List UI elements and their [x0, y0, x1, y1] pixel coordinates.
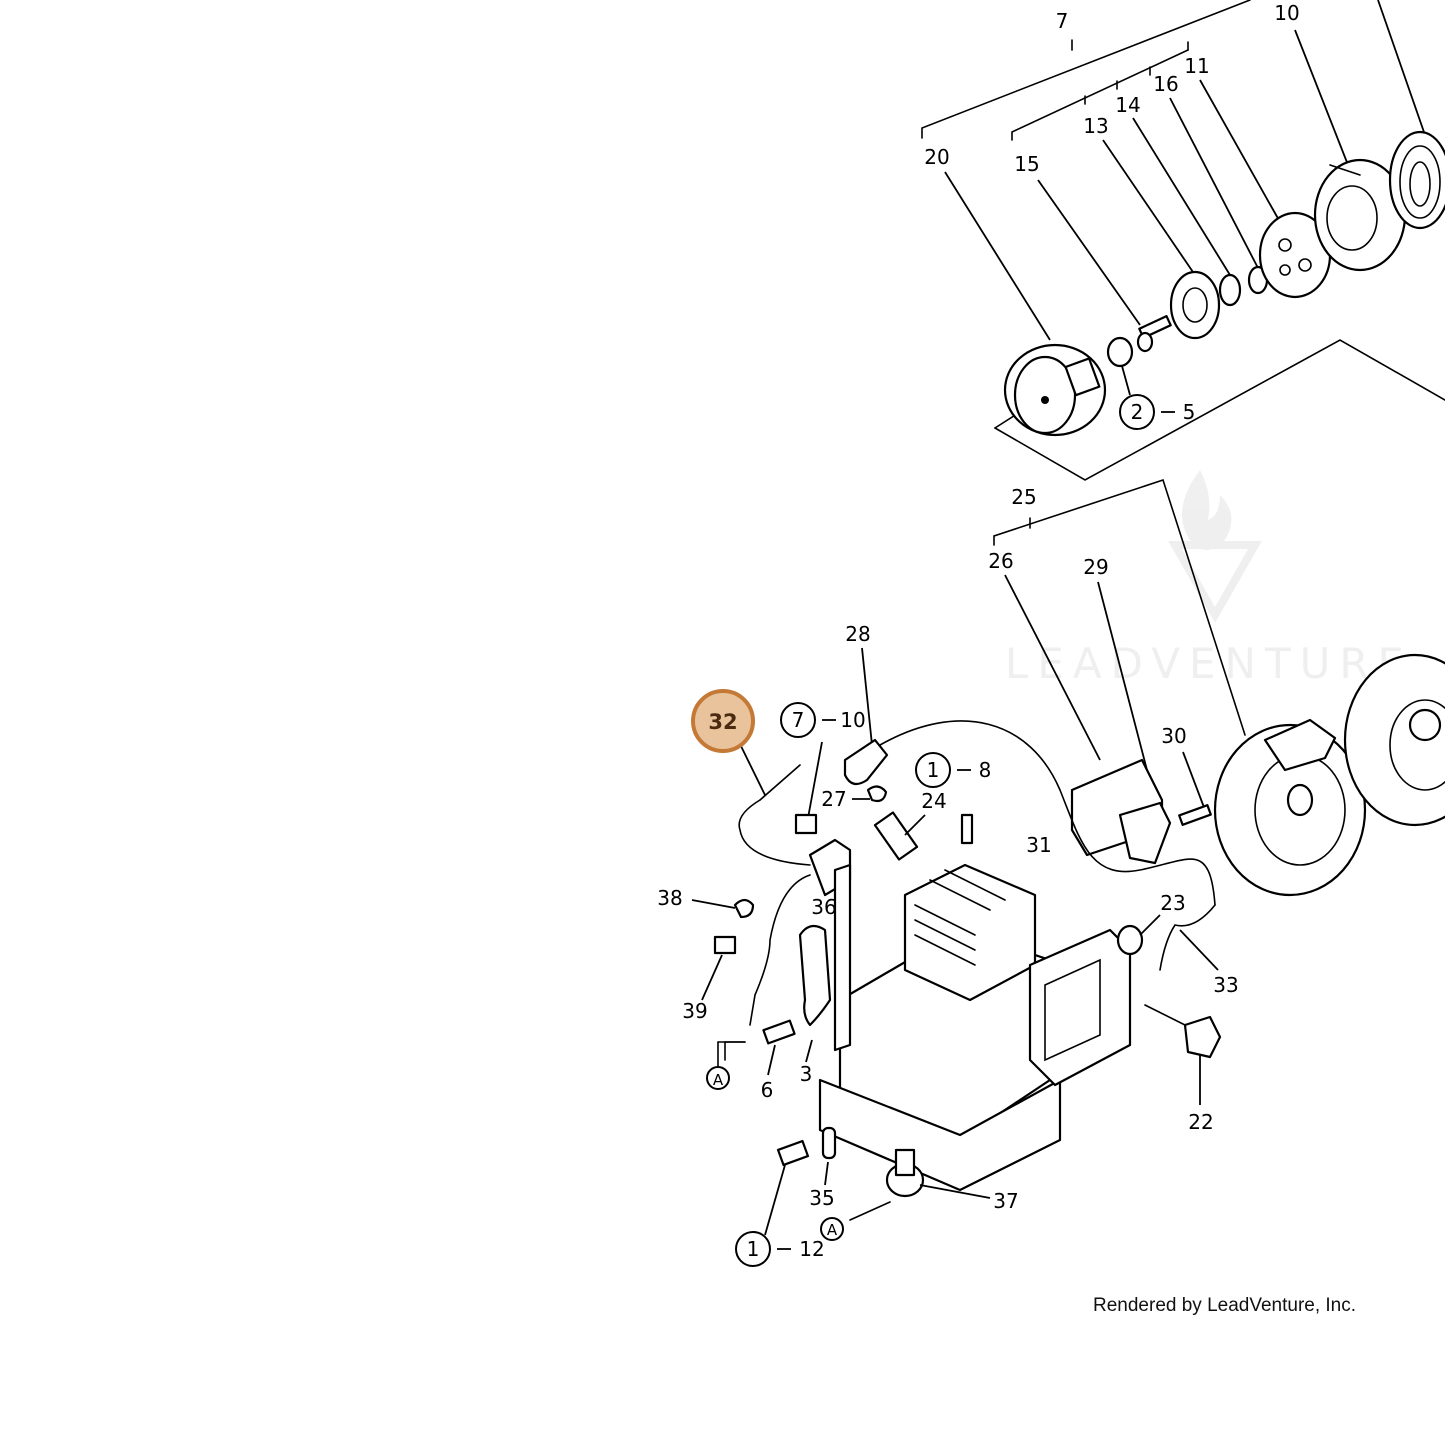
callout-11: 11 [1184, 54, 1209, 78]
callout-31: 31 [1026, 833, 1051, 857]
starter-cup-part [1343, 653, 1445, 827]
ref-2-5: 2 5 [1119, 365, 1196, 430]
callout-6: 6 [761, 1078, 774, 1102]
highlighted-callout-32[interactable]: 32 [691, 689, 755, 753]
callout-23: 23 [1160, 891, 1185, 915]
callout-15: 15 [1014, 152, 1039, 176]
flywheel-part [1213, 718, 1367, 897]
callout-35: 35 [809, 1186, 834, 1210]
callout-38: 38 [657, 886, 682, 910]
callout-37: 37 [993, 1189, 1018, 1213]
callout-labels: 7 10 11 16 14 13 15 20 25 26 29 28 30 31… [657, 1, 1299, 1213]
rendered-by-credit: Rendered by LeadVenture, Inc. [1093, 1295, 1357, 1316]
connector-a-lower: A [820, 1217, 844, 1241]
svg-text:A: A [827, 1221, 838, 1239]
callout-3: 3 [800, 1062, 813, 1086]
svg-text:12: 12 [799, 1237, 824, 1261]
svg-text:A: A [713, 1071, 724, 1089]
recoil-spring-part [1388, 130, 1445, 230]
drain-plug-part [849, 1148, 991, 1221]
svg-text:8: 8 [979, 758, 992, 782]
plug-cap-part [843, 738, 889, 786]
engine-block-group [691, 739, 1222, 1236]
leadventure-watermark: LEADVENTURE [1005, 470, 1413, 688]
svg-text:2: 2 [1131, 400, 1144, 424]
callout-20: 20 [924, 145, 949, 169]
svg-text:1: 1 [927, 758, 940, 782]
callout-24: 24 [921, 789, 946, 813]
callout-28: 28 [845, 622, 870, 646]
highlight-label: 32 [708, 710, 737, 734]
muffler-cover-part [1028, 928, 1132, 1087]
svg-text:1: 1 [747, 1237, 760, 1261]
callout-7: 7 [1056, 9, 1069, 33]
callout-29: 29 [1083, 555, 1108, 579]
ignition-group [843, 478, 1445, 906]
callout-10: 10 [1274, 1, 1299, 25]
spark-plug-part [873, 811, 926, 861]
ratchet-part [1258, 211, 1332, 299]
ref-7-10: 7 10 [780, 702, 866, 835]
ignition-coil-part [1070, 758, 1172, 865]
callout-30: 30 [1161, 724, 1186, 748]
recoil-starter-group [921, 0, 1445, 481]
callout-27: 27 [821, 787, 846, 811]
callout-13: 13 [1083, 114, 1108, 138]
ref-1-8: 1 8 [915, 752, 992, 788]
starter-case-part [1003, 343, 1107, 437]
circled-refs: 7 10 1 8 2 5 1 12 A [706, 365, 1196, 1267]
callout-26: 26 [988, 549, 1013, 573]
callout-22: 22 [1188, 1110, 1213, 1134]
callout-36: 36 [811, 895, 836, 919]
callout-16: 16 [1153, 72, 1178, 96]
callout-14: 14 [1115, 93, 1140, 117]
svg-text:7: 7 [792, 708, 805, 732]
callout-25: 25 [1011, 485, 1036, 509]
ref-1-12: 1 12 [735, 1231, 825, 1267]
bolt-15-part [1136, 315, 1172, 353]
connector-a-upper: A [706, 1041, 746, 1090]
watermark-text: LEADVENTURE [1005, 639, 1413, 688]
callout-39: 39 [682, 999, 707, 1023]
svg-text:10: 10 [840, 708, 865, 732]
callout-33: 33 [1213, 973, 1238, 997]
svg-text:5: 5 [1183, 400, 1196, 424]
stop-switch-part [1144, 1004, 1222, 1105]
